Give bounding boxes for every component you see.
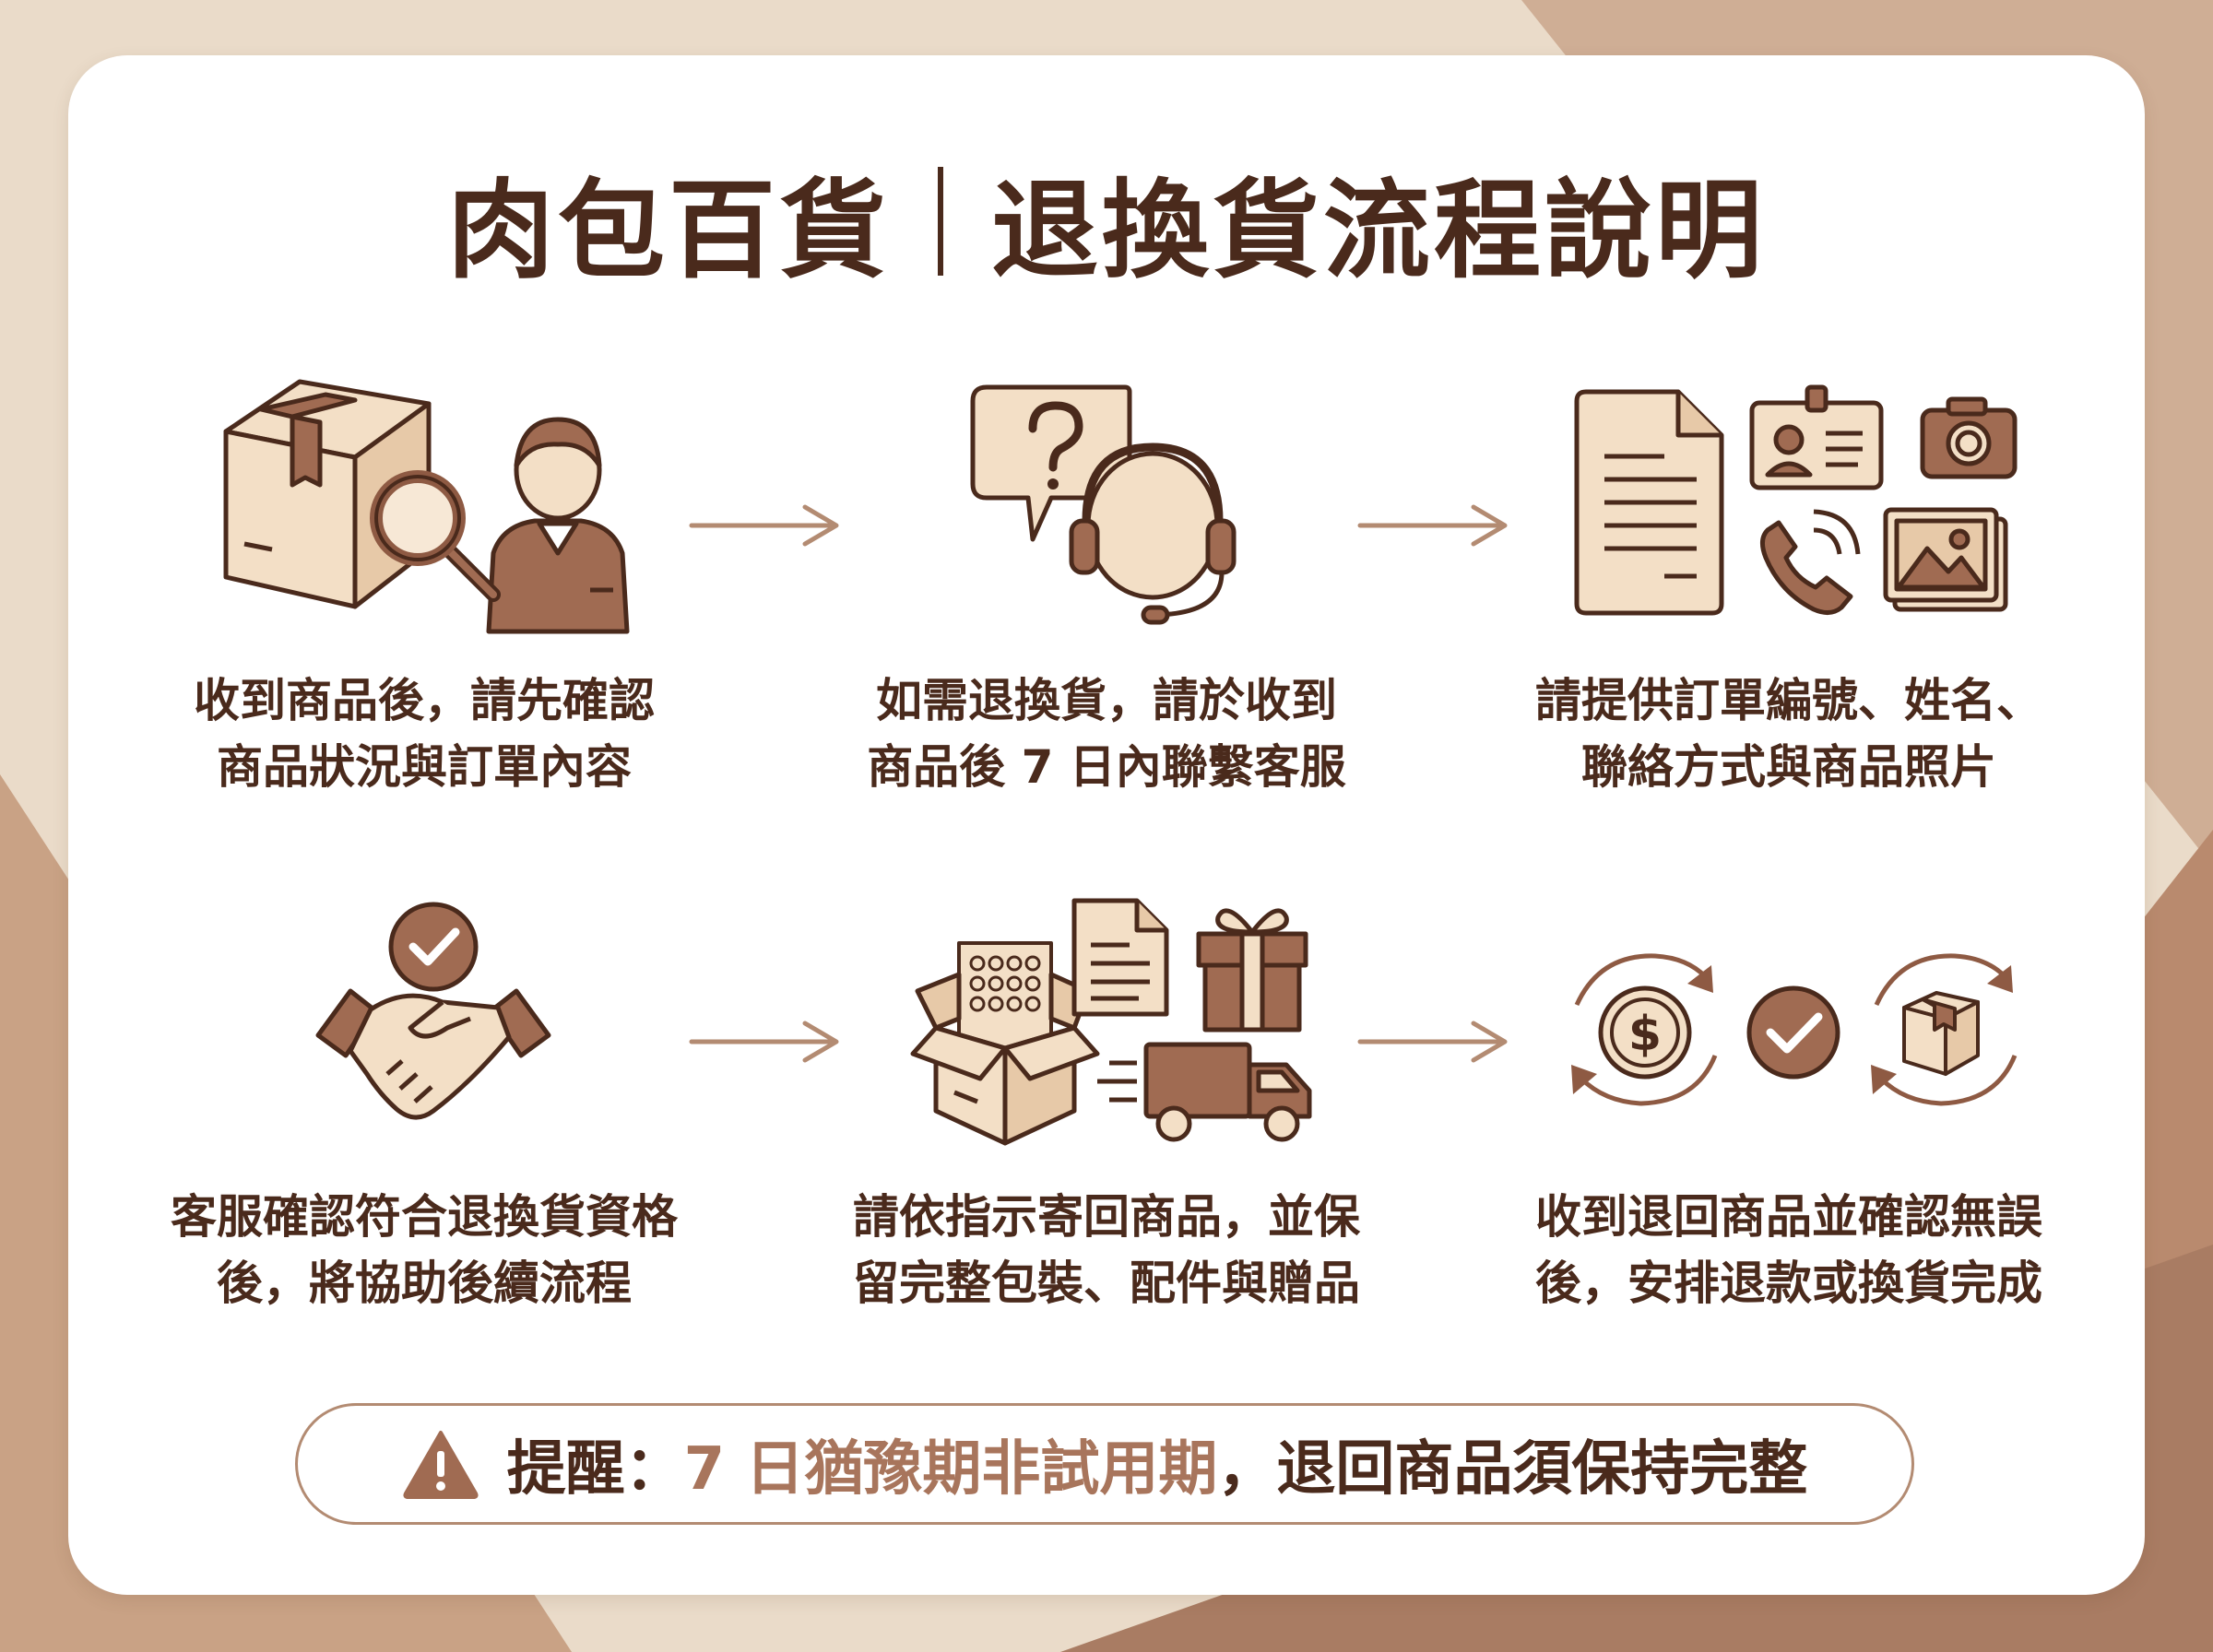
exchange-box-icon bbox=[1871, 953, 2018, 1106]
handshake-icon bbox=[315, 988, 551, 1120]
step3-icon-group bbox=[1574, 384, 2018, 616]
step4-line1: 客服確認符合退換貨資格 bbox=[171, 1190, 678, 1244]
step6-icon-group: $ bbox=[1571, 953, 2018, 1106]
camera-icon bbox=[1920, 396, 2018, 479]
step5-text: 請依指示寄回商品，並保 留完整包裝、配件與贈品 bbox=[811, 1184, 1402, 1316]
step5-line1: 請依指示寄回商品，並保 bbox=[853, 1190, 1360, 1244]
reminder-highlight: 7 日猶豫期非試用期 bbox=[683, 1435, 1218, 1504]
staff-person-icon bbox=[486, 417, 630, 634]
question-bubble-icon bbox=[970, 384, 1132, 542]
arrow-step2-to-step3 bbox=[1357, 504, 1508, 547]
gift-icon bbox=[1196, 908, 1308, 1032]
step1-text: 收到商品後，請先確認 商品狀況與訂單內容 bbox=[129, 667, 719, 800]
check-circle-icon bbox=[388, 902, 479, 992]
step6-line1: 收到退回商品並確認無誤 bbox=[1535, 1190, 2042, 1244]
svg-text:$: $ bbox=[1628, 1007, 1662, 1062]
step3-text: 請提供訂單編號、姓名、 聯絡方式與商品照片 bbox=[1494, 667, 2084, 800]
step2-icon-group bbox=[970, 384, 1237, 625]
step2-text: 如需退換貨，請於收到 商品後 7 日內聯繫客服 bbox=[811, 667, 1402, 800]
reminder-rest: ，退回商品須保持完整 bbox=[1217, 1435, 1808, 1504]
step6-line2: 後，安排退款或換貨完成 bbox=[1535, 1257, 2042, 1310]
step3-line2: 聯絡方式與商品照片 bbox=[1581, 740, 1996, 794]
step1-icon-group bbox=[223, 379, 630, 634]
title-separator bbox=[938, 167, 943, 276]
reminder-banner: 提醒： 7 日猶豫期非試用期 ，退回商品須保持完整 bbox=[295, 1403, 1914, 1525]
step4-line2: 後，將協助後續流程 bbox=[217, 1257, 632, 1310]
title-brand: 肉包百貨 bbox=[447, 169, 890, 293]
headset-icon bbox=[1069, 442, 1237, 625]
check-circle-icon bbox=[1746, 985, 1840, 1080]
step2-line1: 如需退換貨，請於收到 bbox=[876, 674, 1337, 727]
step5-icon-group bbox=[910, 898, 1312, 1146]
arrow-step4-to-step5 bbox=[689, 1021, 839, 1063]
step5-line2: 留完整包裝、配件與贈品 bbox=[853, 1257, 1360, 1310]
step4-text: 客服確認符合退換貨資格 後，將協助後續流程 bbox=[129, 1184, 719, 1316]
title-subject: 退換貨流程說明 bbox=[991, 169, 1766, 293]
delivery-truck-icon bbox=[1097, 1042, 1312, 1142]
refund-dollar-icon: $ bbox=[1571, 953, 1718, 1106]
step3-line1: 請提供訂單編號、姓名、 bbox=[1535, 674, 2042, 727]
step1-line1: 收到商品後，請先確認 bbox=[194, 674, 655, 727]
document-icon bbox=[1574, 389, 1724, 616]
phone-icon bbox=[1760, 509, 1861, 615]
step2-line2: 商品後 7 日內聯繫客服 bbox=[867, 740, 1346, 794]
arrow-step1-to-step2 bbox=[689, 504, 839, 547]
step4-icon-group bbox=[315, 902, 551, 1120]
id-card-icon bbox=[1749, 384, 1884, 490]
photo-icon bbox=[1883, 507, 2008, 612]
magnifier-icon bbox=[370, 470, 501, 602]
arrow-step5-to-step6 bbox=[1357, 1021, 1508, 1063]
reminder-label: 提醒： bbox=[506, 1435, 684, 1504]
step6-text: 收到退回商品並確認無誤 後，安排退款或換貨完成 bbox=[1494, 1184, 2084, 1316]
step1-line2: 商品狀況與訂單內容 bbox=[217, 740, 632, 794]
document-icon bbox=[1071, 898, 1169, 1017]
bubble-wrap-icon bbox=[957, 941, 1053, 1056]
open-box-icon bbox=[910, 972, 1100, 1146]
page-title: 肉包百貨 退換貨流程說明 bbox=[0, 157, 2213, 293]
main-card bbox=[68, 55, 2145, 1595]
warning-icon bbox=[402, 1429, 479, 1499]
